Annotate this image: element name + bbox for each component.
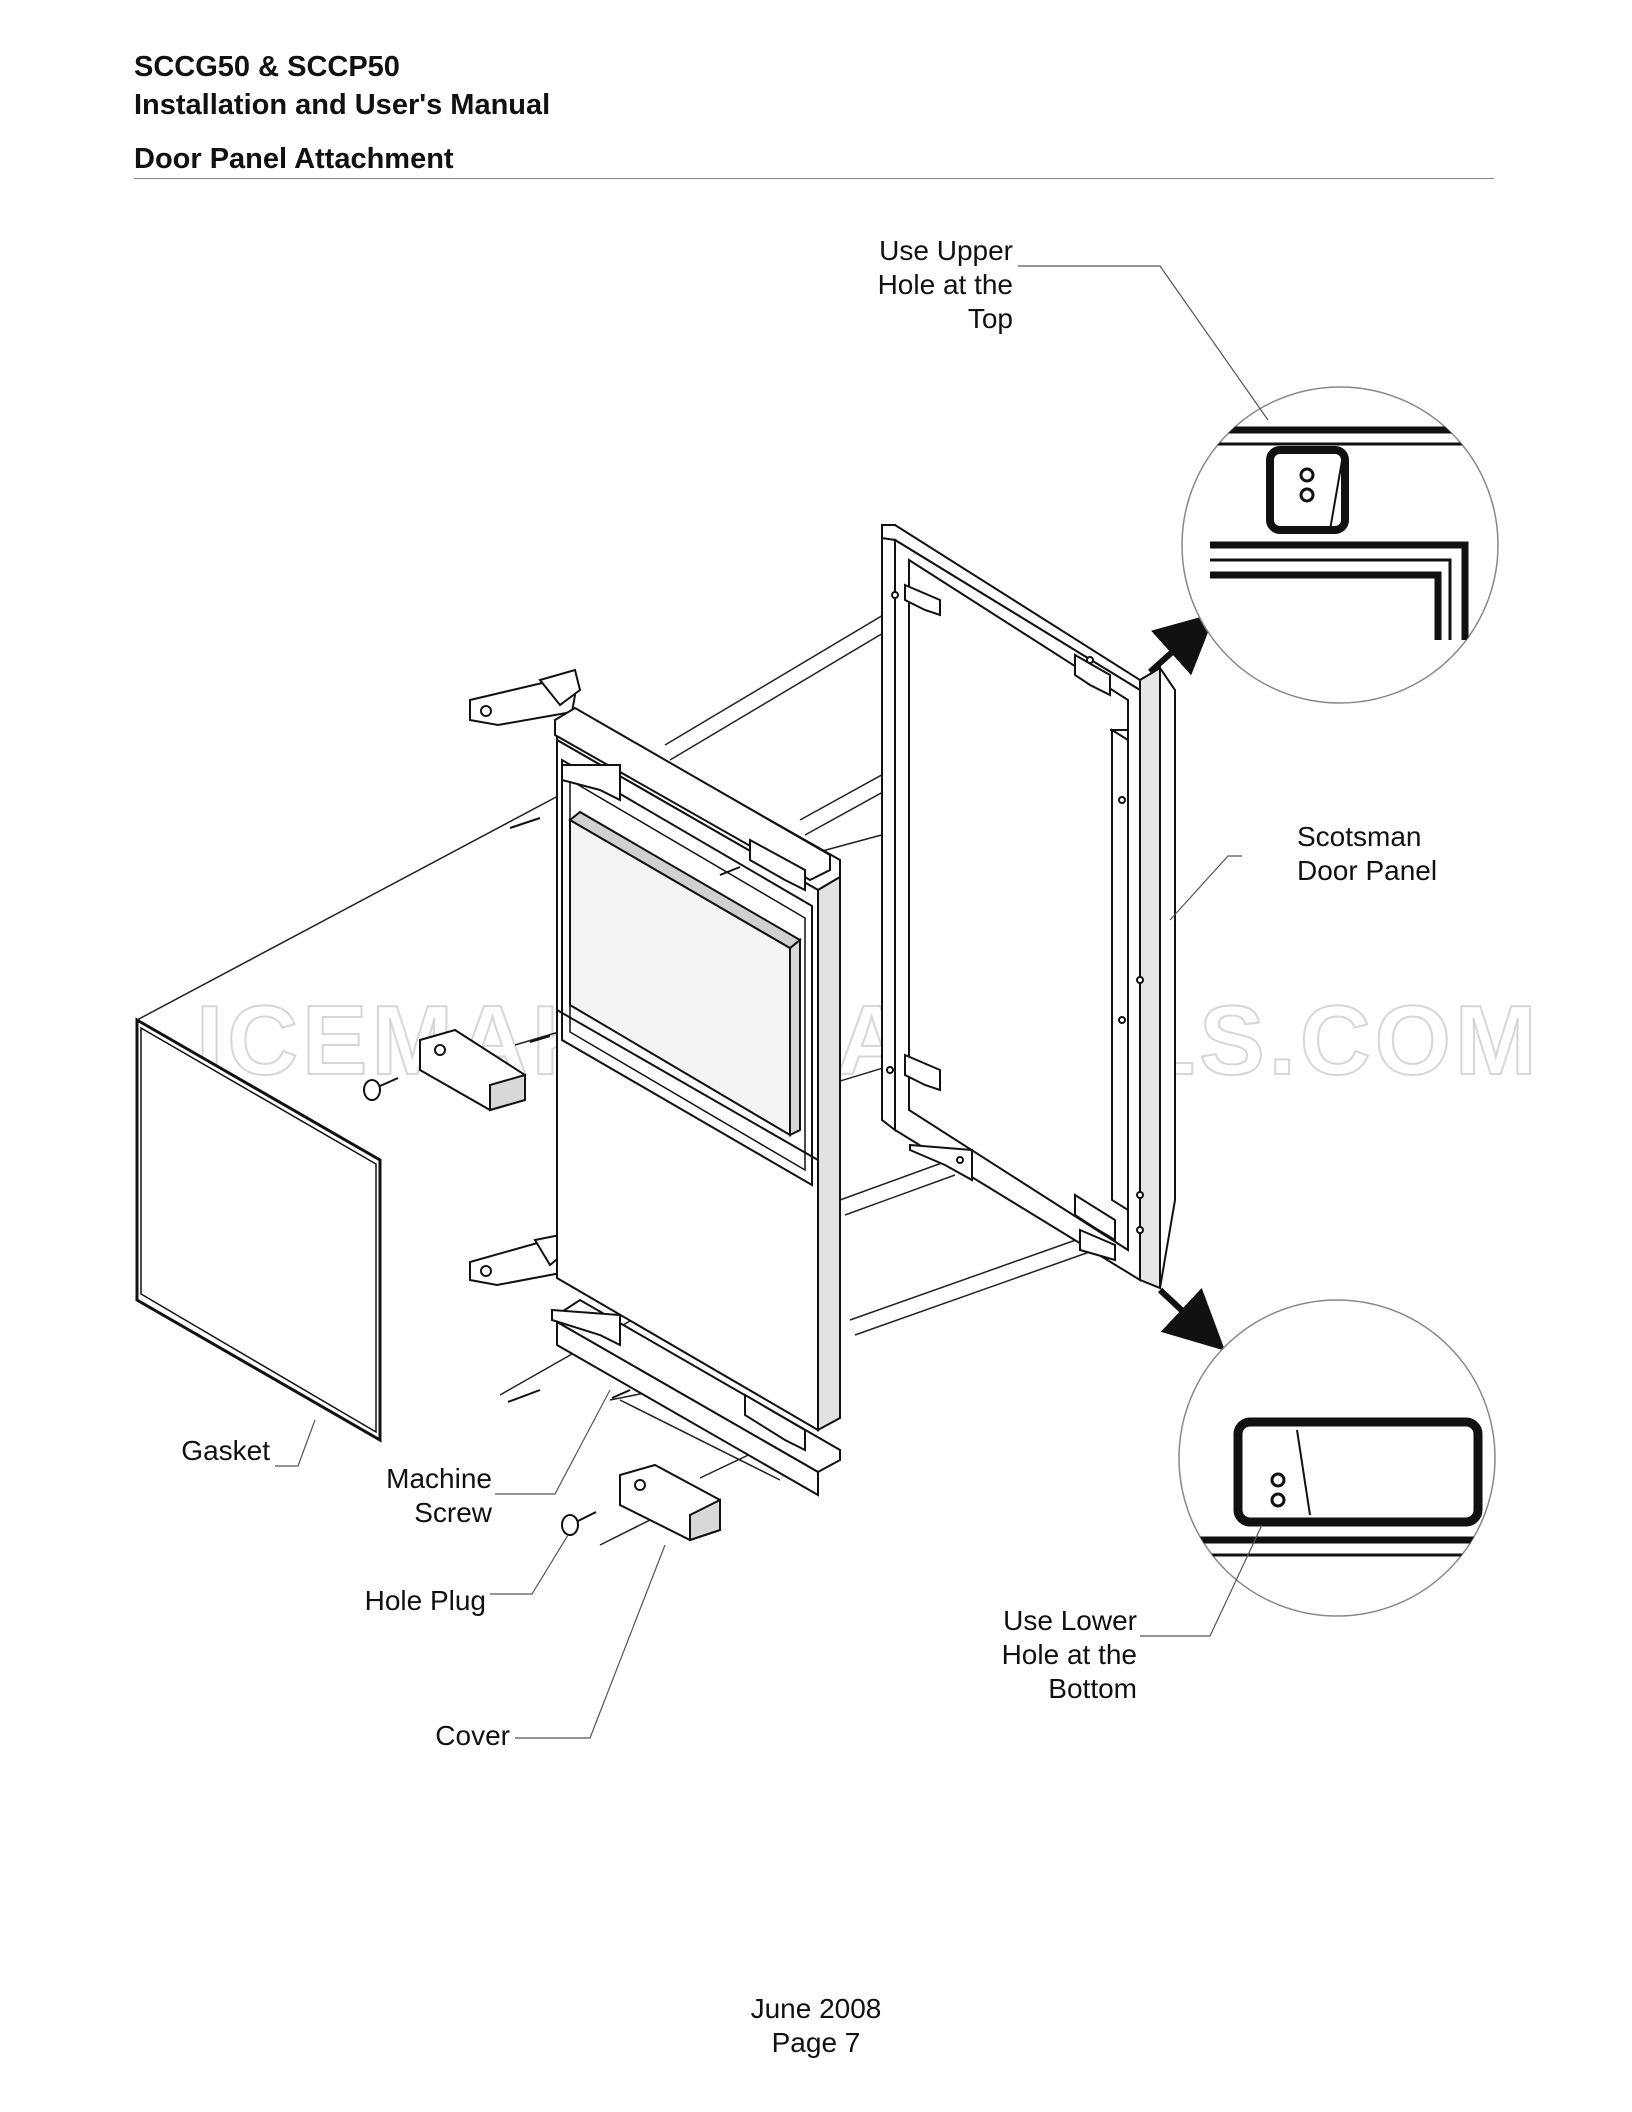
label-cover: Cover: [435, 1720, 510, 1751]
manual-title: Installation and User's Manual: [134, 89, 551, 121]
detail-arrows: [1147, 612, 1226, 1351]
covers: [419, 1028, 721, 1542]
label-lower-2: Hole at the: [1002, 1639, 1137, 1670]
callout-labels: Use Upper Hole at the Top Scotsman Door …: [181, 235, 1437, 1751]
label-upper-1: Use Upper: [879, 235, 1013, 266]
leader-lines: [275, 265, 1269, 1739]
label-panel-1: Scotsman: [1297, 821, 1422, 852]
door-brackets: [551, 706, 831, 1452]
scotsman-door-panel: [881, 524, 1176, 1290]
label-panel-2: Door Panel: [1297, 855, 1437, 886]
hinges: [469, 668, 582, 1287]
label-plug: Hole Plug: [365, 1585, 486, 1616]
upper-hole-detail: [1181, 386, 1499, 704]
label-upper-2: Hole at the: [878, 269, 1013, 300]
door-unit: [556, 710, 841, 1497]
watermark-text: ICEMAKERMANUALS.COM: [196, 985, 1541, 1095]
model-title: SCCG50 & SCCP50: [134, 51, 400, 83]
header-rule: [134, 178, 1494, 179]
hardware: [363, 817, 741, 1536]
footer-date: June 2008: [750, 1993, 882, 2024]
label-gasket: Gasket: [181, 1435, 270, 1466]
label-lower-3: Bottom: [1048, 1673, 1137, 1704]
label-upper-3: Top: [968, 303, 1013, 334]
section-title: Door Panel Attachment: [134, 143, 454, 175]
label-lower-1: Use Lower: [1003, 1605, 1137, 1636]
label-screw-1: Machine: [386, 1463, 492, 1494]
gasket: [135, 1017, 382, 1443]
lower-hole-detail: [1178, 1299, 1496, 1617]
footer-page: Page 7: [771, 2027, 861, 2058]
label-screw-2: Screw: [414, 1497, 493, 1528]
